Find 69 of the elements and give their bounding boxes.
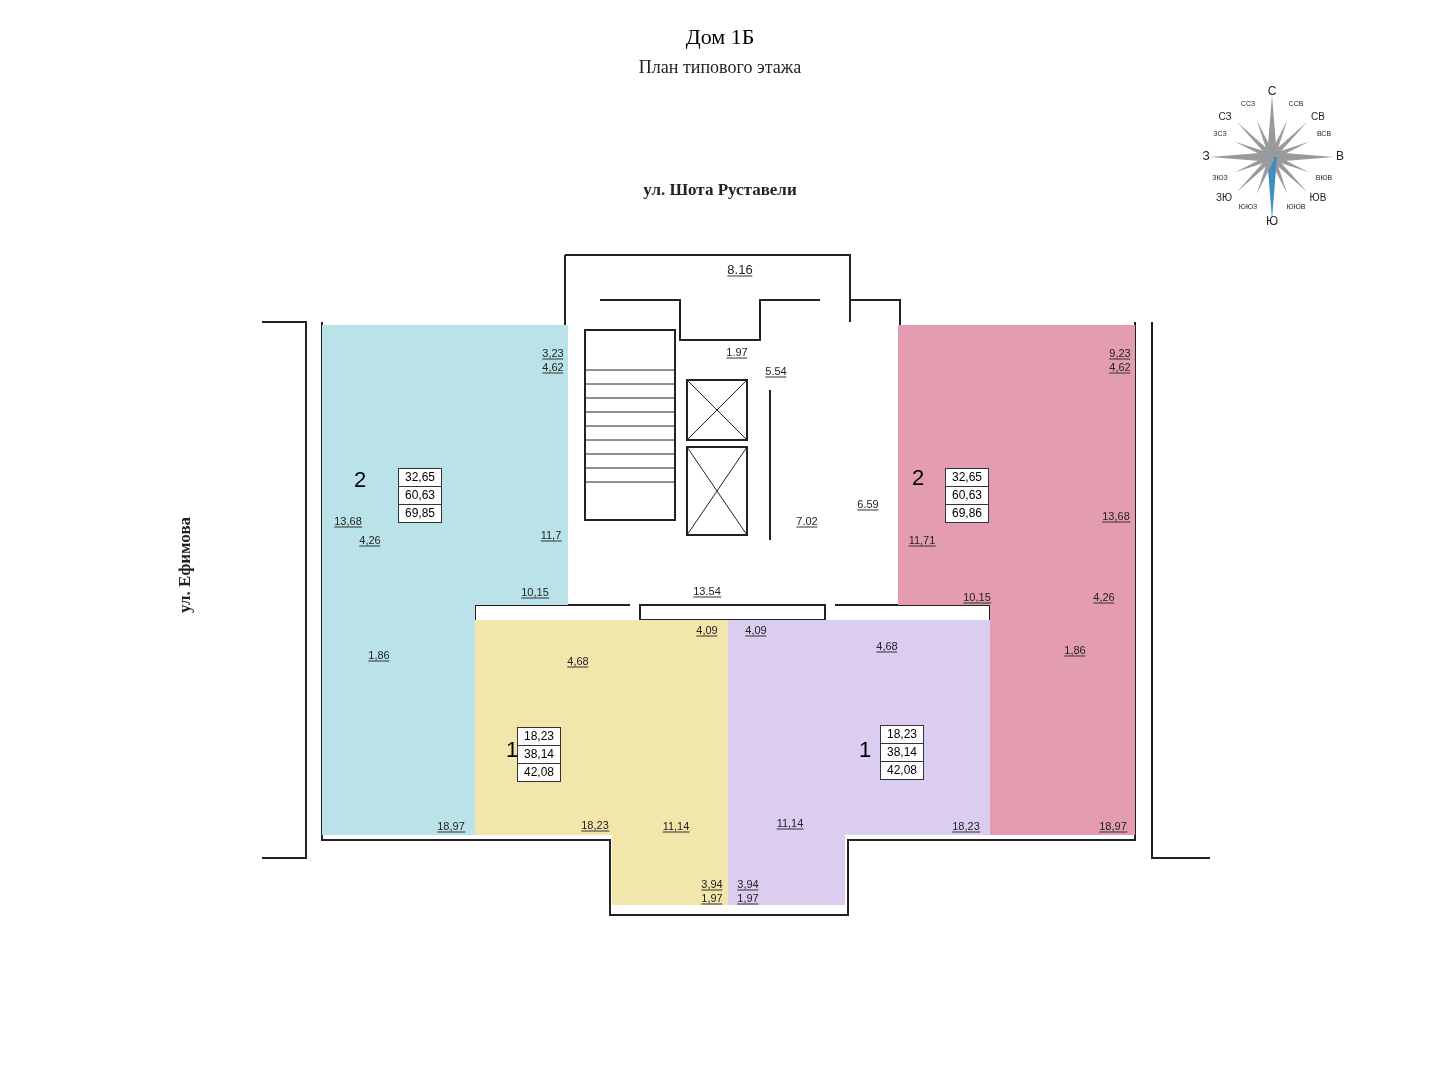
apartment-number: 1 [858,737,872,763]
compass-label: З [1202,149,1210,163]
area-table [945,468,990,523]
room-area: 4,62 [542,360,564,374]
room-area: 7.02 [796,514,818,528]
compass-label: СЗ [1218,110,1232,122]
apartment-number: 2 [911,465,925,491]
room-area: 4,26 [1093,590,1115,604]
compass-label: Ю [1265,214,1279,228]
plan-title: Дом 1Б [684,24,756,50]
room-area: 4,62 [1109,360,1131,374]
area-value: 18,23 [886,726,919,743]
room-area: 18,97 [437,819,465,833]
room-area: 11,14 [776,816,804,830]
area-value: 38,14 [881,743,924,761]
subtitle: План типового этажа [638,56,802,78]
room-area: 3,94 [701,877,723,891]
apartment-area [728,620,990,905]
room-area: 13.54 [693,584,721,598]
room-area: 6.59 [857,497,879,511]
street-name: ул. Шота Руставели [643,180,797,200]
room-area: 8.16 [727,263,753,277]
area-value: 69,85 [399,504,442,522]
room-area: 4,68 [876,639,898,653]
room-area: 10,15 [521,585,549,599]
room-area: 4,09 [696,623,718,637]
street-name: ул. Ефимова [175,516,195,614]
room-area: 5.54 [765,364,787,378]
room-area: 1,97 [701,891,723,905]
room-area: 11,71 [908,533,936,547]
room-area: 3,23 [542,346,564,360]
room-area: 1,86 [368,648,390,662]
apartment-number: 1 [505,737,519,763]
compass-label: С [1267,84,1277,98]
room-area: 10,15 [963,590,991,604]
room-area: 18,97 [1099,819,1127,833]
room-area: 1.97 [726,345,748,359]
area-value: 42,08 [518,763,561,781]
area-value: 18,23 [523,728,556,745]
area-value: 32,65 [951,469,984,486]
room-area: 1,97 [737,891,759,905]
room-area: 4,68 [567,654,589,668]
area-table [880,725,925,780]
apartment-area [322,325,568,835]
room-area: 11,14 [662,819,690,833]
area-value: 60,63 [946,486,989,504]
compass-label: В [1336,149,1344,163]
room-area: 4,09 [745,623,767,637]
compass-label: СВ [1311,110,1325,122]
room-area: 1,86 [1064,643,1086,657]
area-table [398,468,443,523]
compass-label: ЮВ [1309,191,1327,203]
area-table [517,727,562,782]
area-value: 42,08 [881,761,924,779]
room-area: 3,94 [737,877,759,891]
area-value: 60,63 [399,486,442,504]
room-area: 13,68 [1102,509,1130,523]
room-area: 18,23 [952,819,980,833]
room-area: 13,68 [334,514,362,528]
area-value: 69,86 [946,504,989,522]
room-area: 11,7 [540,528,562,542]
room-area: 4,26 [359,533,381,547]
apartment-number: 2 [353,467,367,493]
compass-label: ЗЮ [1215,191,1233,203]
area-value: 38,14 [518,745,561,763]
apartment-area [475,620,728,905]
room-area: 18,23 [581,818,609,832]
area-value: 32,65 [404,469,437,486]
room-area: 9,23 [1109,346,1131,360]
